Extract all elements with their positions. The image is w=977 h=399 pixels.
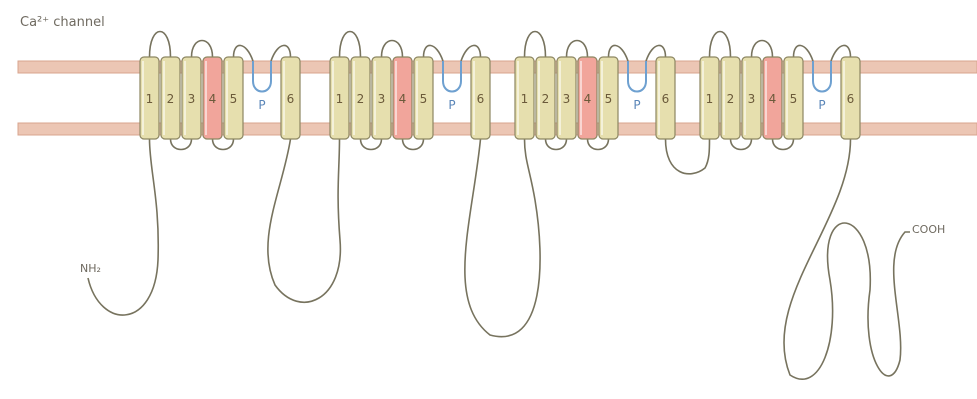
linker-i-ii <box>268 139 341 302</box>
segment-s2: 2 <box>161 57 180 139</box>
pore-label: P <box>448 98 455 112</box>
n-terminal-tail <box>88 139 158 315</box>
segment-s4: 4 <box>763 57 782 139</box>
segment-s1: 1 <box>515 57 534 139</box>
segment-s2: 2 <box>721 57 740 139</box>
segment-number: 3 <box>748 92 756 106</box>
segment-number: 3 <box>378 92 386 106</box>
segment-s4: 4 <box>578 57 597 139</box>
nh2-terminus-label: NH₂ <box>80 262 101 275</box>
segment-number: 1 <box>521 92 529 106</box>
extramembrane-loop <box>588 139 609 150</box>
extramembrane-loop <box>213 139 234 150</box>
segment-number: 5 <box>605 92 613 106</box>
segment-number: 1 <box>706 92 714 106</box>
segment-number: 2 <box>727 92 735 106</box>
extramembrane-loop <box>567 41 588 58</box>
pore-label: P <box>818 98 825 112</box>
segment-number: 2 <box>167 92 175 106</box>
linker-iii-iv <box>666 139 710 174</box>
extramembrane-loop <box>710 32 731 58</box>
segment-number: 6 <box>477 92 485 106</box>
segment-number: 5 <box>790 92 798 106</box>
segment-number: 6 <box>287 92 295 106</box>
segment-s5: 5 <box>414 57 433 139</box>
segment-s1: 1 <box>140 57 159 139</box>
segment-s3: 3 <box>372 57 391 139</box>
extramembrane-loop <box>752 41 773 58</box>
extramembrane-loop <box>171 139 192 150</box>
extramembrane-loop <box>361 139 382 150</box>
extramembrane-loop <box>773 139 794 150</box>
extramembrane-loop <box>403 139 424 150</box>
segment-s5: 5 <box>784 57 803 139</box>
extramembrane-loop <box>192 41 213 58</box>
segment-s1: 1 <box>700 57 719 139</box>
pore-label: P <box>258 98 265 112</box>
segment-s5: 5 <box>224 57 243 139</box>
segment-number: 4 <box>584 92 592 106</box>
segment-number: 5 <box>420 92 428 106</box>
segment-s4: 4 <box>203 57 222 139</box>
polypeptide-chain <box>88 139 910 379</box>
segment-s6: 6 <box>841 57 860 139</box>
segment-number: 2 <box>357 92 365 106</box>
segment-s3: 3 <box>742 57 761 139</box>
segment-number: 4 <box>209 92 217 106</box>
segment-number: 5 <box>230 92 238 106</box>
extramembrane-loop <box>340 32 361 58</box>
pore-label: P <box>633 98 640 112</box>
segment-number: 2 <box>542 92 550 106</box>
segment-number: 3 <box>188 92 196 106</box>
segment-s2: 2 <box>351 57 370 139</box>
diagram-title: Ca²⁺ channel <box>20 15 105 30</box>
extramembrane-loop <box>546 139 567 150</box>
segment-s3: 3 <box>557 57 576 139</box>
segment-number: 3 <box>563 92 571 106</box>
segment-s6: 6 <box>471 57 490 139</box>
extramembrane-loop <box>150 32 171 58</box>
extramembrane-loop <box>731 139 752 150</box>
segment-s6: 6 <box>656 57 675 139</box>
segment-s5: 5 <box>599 57 618 139</box>
segment-number: 1 <box>146 92 154 106</box>
segment-number: 1 <box>336 92 344 106</box>
extramembrane-loop <box>382 41 403 58</box>
segment-s1: 1 <box>330 57 349 139</box>
segment-number: 4 <box>769 92 777 106</box>
c-terminal-tail <box>784 139 910 379</box>
segment-s3: 3 <box>182 57 201 139</box>
linker-ii-iii <box>465 139 540 337</box>
segment-s6: 6 <box>281 57 300 139</box>
segment-number: 6 <box>847 92 855 106</box>
extramembrane-loop <box>525 32 546 58</box>
segment-number: 4 <box>399 92 407 106</box>
segment-number: 6 <box>662 92 670 106</box>
segment-s4: 4 <box>393 57 412 139</box>
cooh-terminus-label: COOH <box>912 223 945 236</box>
segment-s2: 2 <box>536 57 555 139</box>
